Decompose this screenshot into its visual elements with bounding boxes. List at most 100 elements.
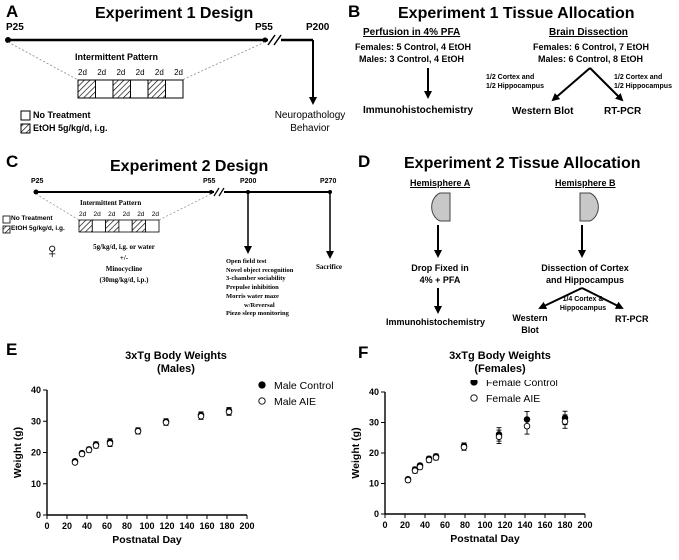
test-item: Morris water maze [226, 292, 279, 300]
day-label: 2d [93, 211, 101, 218]
x-tick-label: 40 [82, 521, 92, 531]
legend-marker [258, 381, 266, 389]
y-tick-label: 40 [369, 387, 379, 397]
panel-a-pattern-boxes [77, 79, 184, 99]
day-label: 2d [78, 68, 87, 77]
data-point-aie [85, 446, 93, 454]
legend-label: Male AIE [274, 396, 316, 408]
panel-b-split-right-1: 1/2 Cortex and [614, 74, 663, 81]
panel-d-dissect-1: Dissection of Cortex [541, 263, 629, 273]
panel-f-chart-title: 3xTg Body Weights [449, 350, 551, 362]
legend-etoh-swatch [20, 123, 31, 134]
panel-c-treat-2: +/- [119, 254, 129, 262]
panel-b-perfusion-males: Males: 3 Control, 4 EtOH [359, 54, 465, 64]
legend-label: Female Control [486, 380, 558, 389]
legend-label: Male Control [274, 380, 334, 392]
data-point-aie [134, 428, 142, 435]
legend-marker [470, 380, 478, 386]
x-tick-label: 180 [219, 521, 234, 531]
panel-b-split-right-2: 1/2 Hippocampus [614, 83, 672, 90]
panel-b-dissection-females: Females: 6 Control, 7 EtOH [533, 42, 650, 52]
panel-b-out-pcr: RT-PCR [604, 106, 642, 117]
panel-c-p270: P270 [320, 178, 337, 185]
panel-b-out-wb: Western Blot [512, 106, 574, 117]
panel-a-outcome-1: Neuropathology [274, 110, 346, 121]
panel-e-chart-title: 3xTg Body Weights [125, 350, 227, 362]
data-point-aie [416, 463, 424, 471]
x-tick-label: 40 [420, 520, 430, 530]
y-axis-label: Weight (g) [12, 427, 24, 478]
x-tick-label: 20 [400, 520, 410, 530]
panel-c-tests: Open field test Novel object recognition… [226, 258, 336, 319]
panel-a-title: Experiment 1 Design [95, 5, 254, 22]
y-tick-label: 10 [369, 479, 379, 489]
panel-c-treat-3: Minocycline [105, 265, 143, 273]
panel-b-out-ihc: Immunohistochemistry [363, 105, 474, 116]
test-item: Piezo sleep monitoring [226, 310, 289, 318]
panel-d-out-wb-2: Blot [521, 325, 539, 335]
x-axis-label: Postnatal Day [112, 534, 182, 546]
panel-e-chart-subtitle: (Males) [157, 363, 195, 375]
panel-a-timeline [5, 34, 317, 105]
panel-d-label: D [358, 152, 371, 171]
panel-b-label: B [348, 2, 361, 21]
panel-c-pattern-title: Intermittent Pattern [80, 199, 142, 207]
panel-b-perfusion-header: Perfusion in 4% PFA [363, 27, 461, 38]
panel-a-outcome-2: Behavior [290, 123, 330, 134]
x-tick-label: 160 [199, 521, 214, 531]
panel-d-out-ihc: Immunohistochemistry [386, 317, 486, 327]
y-tick-label: 20 [31, 448, 41, 458]
y-tick-label: 30 [31, 416, 41, 426]
x-tick-label: 180 [557, 520, 572, 530]
data-point-aie [404, 476, 412, 484]
y-tick-label: 30 [369, 418, 379, 428]
x-tick-label: 160 [537, 520, 552, 530]
panel-e-label: E [6, 340, 18, 359]
hemisphere-a-icon [431, 192, 451, 222]
x-tick-label: 0 [44, 521, 49, 531]
day-label: 2d [122, 211, 130, 218]
x-axis-label: Postnatal Day [450, 533, 520, 545]
panel-b-dissection-males: Males: 6 Control, 8 EtOH [538, 54, 644, 64]
panel-c-treat-4: (30mg/kg/d, i.p.) [99, 276, 149, 284]
test-item: Novel object recognition [226, 266, 294, 274]
x-tick-label: 100 [477, 520, 492, 530]
legend-label: Female AIE [486, 393, 540, 405]
panel-d-drop-1: Drop Fixed in [411, 263, 469, 273]
day-label: 2d [79, 211, 87, 218]
panel-d-dissect-2: and Hippocampus [545, 275, 624, 285]
data-point-aie [225, 408, 233, 416]
x-tick-label: 200 [239, 521, 254, 531]
panel-d-drop-2: 4% + PFA [419, 275, 461, 285]
panel-c-legend-none: No Treatment [11, 215, 53, 222]
panel-c-treat-1: 5g/kg/d, i.g. or water [93, 243, 155, 251]
day-label: 2d [97, 68, 107, 77]
panel-d-split-2: Hippocampus [559, 305, 607, 312]
panel-a-p25: P25 [6, 22, 24, 33]
data-point-aie [106, 440, 114, 447]
day-label: 2d [151, 211, 159, 218]
panel-c-label: C [6, 152, 19, 171]
panel-b-dissection-header: Brain Dissection [549, 27, 628, 38]
legend-marker [258, 397, 266, 405]
panel-a-day-labels: 2d 2d 2d 2d 2d 2d [78, 68, 183, 77]
legend-c-no-treatment-swatch [2, 215, 11, 224]
hemisphere-b-icon [579, 192, 599, 222]
data-point-aie [495, 433, 503, 441]
data-point-aie [197, 413, 205, 420]
x-tick-label: 100 [139, 521, 154, 531]
data-point-aie [425, 456, 433, 464]
y-tick-label: 20 [369, 448, 379, 458]
x-tick-label: 120 [497, 520, 512, 530]
panel-a-legend-none: No Treatment [33, 110, 91, 120]
panel-a-p55: P55 [255, 22, 273, 33]
y-tick-label: 10 [31, 479, 41, 489]
x-tick-label: 140 [517, 520, 532, 530]
x-tick-label: 140 [179, 521, 194, 531]
x-tick-label: 60 [102, 521, 112, 531]
panel-d-out-wb-1: Western [512, 313, 548, 323]
design-diagram-graphics [2, 34, 624, 314]
test-item: 3-chamber sociability [226, 275, 286, 283]
panel-b-title: Experiment 1 Tissue Allocation [398, 5, 635, 22]
